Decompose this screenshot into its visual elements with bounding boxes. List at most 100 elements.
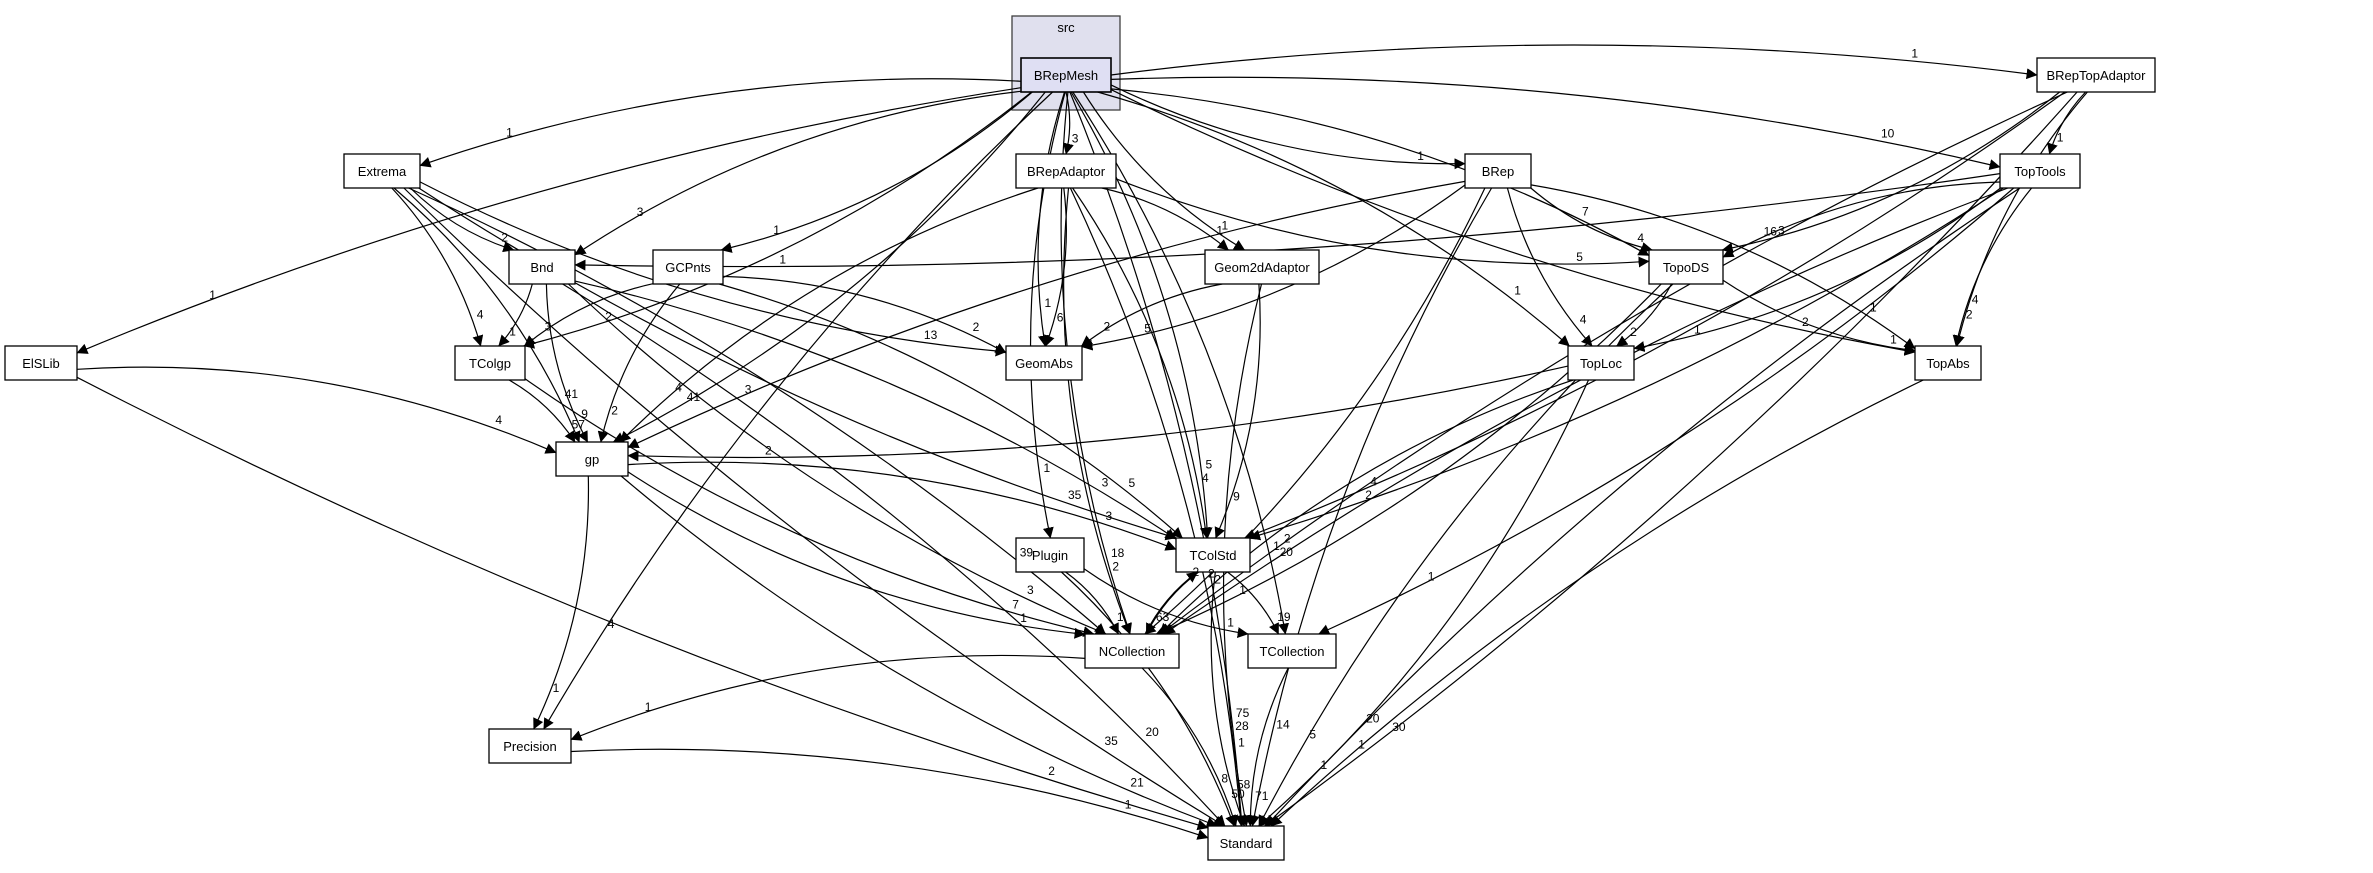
node-box-gp[interactable] (555, 441, 629, 477)
node-label-tcollection[interactable]: TCollection (1259, 644, 1324, 659)
edge-gp-to-tcolstd[interactable] (627, 461, 1177, 551)
edge-count-bnd-to-standard[interactable]: 20 (1146, 725, 1160, 739)
edge-toploc-to-standard[interactable] (1258, 379, 1590, 827)
node-box-toploc[interactable] (1567, 345, 1635, 381)
edge-brepadaptor-to-standard[interactable] (1069, 187, 1246, 827)
node-label-toploc[interactable]: TopLoc (1580, 356, 1622, 371)
edge-brepmesh-to-extrema[interactable] (419, 78, 1022, 168)
edge-count-brep-to-ncollection[interactable]: 2 (1208, 566, 1215, 580)
edge-topods-to-topabs[interactable] (1722, 279, 1916, 355)
node-label-tcolgp[interactable]: TColgp (469, 356, 511, 371)
node-label-topabs[interactable]: TopAbs (1926, 356, 1970, 371)
edge-count-plugin-to-ncollection[interactable]: 1 (1117, 610, 1124, 624)
edge-count-breptopadaptor-to-topods[interactable]: 3 (1778, 224, 1785, 238)
edge-brepmesh-to-elslib[interactable] (76, 87, 1022, 354)
edge-count-topods-to-standard[interactable]: 5 (1309, 727, 1316, 741)
edge-toploc-to-gp[interactable] (627, 365, 1569, 462)
edge-count-extrema-to-ncollection[interactable]: 39 (1020, 545, 1034, 559)
edge-count-extrema-to-tcolgp[interactable]: 4 (477, 307, 484, 321)
edge-count-ncollection-to-precision[interactable]: 1 (645, 700, 652, 714)
edge-precision-to-standard[interactable] (570, 748, 1209, 840)
edge-count-toptools-to-toploc[interactable]: 1 (1694, 323, 1701, 337)
edge-gp-to-standard[interactable] (620, 475, 1218, 828)
edge-count-toptools-to-tcolstd[interactable]: 2 (1365, 488, 1372, 502)
edge-extrema-to-standard[interactable] (403, 187, 1225, 827)
edge-count-extrema-to-bnd[interactable]: 2 (501, 230, 508, 244)
edge-bnd-to-tcolgp[interactable] (498, 283, 533, 347)
node-box-extrema[interactable] (343, 153, 421, 189)
edge-brepmesh-to-topabs[interactable] (1110, 89, 1916, 356)
edge-count-brepadaptor-to-geomabs[interactable]: 6 (1057, 310, 1064, 324)
node-label-tcolstd[interactable]: TColStd (1190, 548, 1237, 563)
node-geom2dadaptor[interactable]: Geom2dAdaptor (1204, 249, 1320, 285)
edge-count-extrema-to-geomabs[interactable]: 13 (924, 328, 938, 342)
edge-count-topods-to-toploc[interactable]: 2 (1630, 325, 1637, 339)
edge-brep-to-topabs[interactable] (1530, 184, 1916, 350)
edge-count-toptools-to-ncollection[interactable]: 20 (1280, 545, 1294, 559)
node-plugin[interactable]: Plugin (1015, 537, 1085, 573)
node-box-precision[interactable] (488, 728, 572, 764)
edge-brepmesh-to-toptools[interactable] (1110, 76, 2001, 170)
node-box-plugin[interactable] (1015, 537, 1085, 573)
edge-extrema-to-gp[interactable] (393, 187, 581, 443)
edge-toptools-to-ncollection[interactable] (1163, 187, 2009, 635)
edge-count-topods-to-ncollection[interactable]: 1 (1239, 583, 1246, 597)
edge-count-bnd-to-tcolgp[interactable]: 1 (509, 324, 516, 338)
edge-brepadaptor-to-topods[interactable] (1115, 178, 1650, 268)
node-breptopadaptor[interactable]: BRepTopAdaptor (2036, 57, 2156, 93)
edge-count-toploc-to-ncollection[interactable]: 2 (1214, 573, 1221, 587)
edge-tcolstd-to-standard[interactable] (1210, 571, 1246, 827)
node-label-standard[interactable]: Standard (1220, 836, 1273, 851)
edge-brepmesh-to-brep[interactable] (1110, 84, 1466, 170)
node-topabs[interactable]: TopAbs (1914, 345, 1982, 381)
node-label-breptopadaptor[interactable]: BRepTopAdaptor (2046, 68, 2146, 83)
node-box-elslib[interactable] (4, 345, 78, 381)
edge-count-brepmesh-to-elslib[interactable]: 1 (209, 288, 216, 302)
edge-brepadaptor-to-gp[interactable] (619, 187, 1039, 443)
edge-count-gcpnts-to-tcolstd[interactable]: 5 (1129, 476, 1136, 490)
edge-brepmesh-to-gcpnts[interactable] (720, 91, 1033, 253)
edge-count-brepadaptor-to-ncollection[interactable]: 2 (1112, 559, 1119, 573)
edge-count-brepadaptor-to-tcolstd[interactable]: 4 (1202, 471, 1209, 485)
edge-gcpnts-to-tcolstd[interactable] (719, 283, 1183, 539)
edge-count-brepadaptor-to-geom2dadaptor[interactable]: 1 (1216, 224, 1223, 238)
node-label-brepmesh[interactable]: BRepMesh (1034, 68, 1098, 83)
node-label-brepadaptor[interactable]: BRepAdaptor (1027, 164, 1106, 179)
node-label-ncollection[interactable]: NCollection (1099, 644, 1165, 659)
edge-tcollection-to-standard[interactable] (1244, 667, 1289, 827)
edge-count-brepmesh-to-tcollection[interactable]: 1 (1273, 539, 1280, 553)
edge-topabs-to-standard[interactable] (1270, 379, 1924, 827)
edge-count-tcolgp-to-gp[interactable]: 57 (572, 417, 586, 431)
edge-count-gcpnts-to-geomabs[interactable]: 2 (973, 320, 980, 334)
edge-count-gp-to-precision[interactable]: 1 (553, 681, 560, 695)
edge-count-extrema-to-gp[interactable]: 41 (565, 387, 579, 401)
edge-extrema-to-ncollection[interactable] (408, 187, 1106, 635)
node-bnd[interactable]: Bnd (508, 249, 576, 285)
edge-topods-to-ncollection[interactable] (1155, 283, 1662, 635)
edge-plugin-to-tcollection[interactable] (1083, 568, 1249, 638)
edge-toptools-to-topods[interactable] (1722, 181, 2001, 258)
node-box-ncollection[interactable] (1084, 633, 1180, 669)
edge-brepmesh-to-gp[interactable] (612, 91, 1046, 443)
edge-count-toploc-to-gp[interactable]: 2 (765, 443, 772, 457)
edge-count-tcollection-to-standard[interactable]: 71 (1255, 789, 1269, 803)
edge-count-bnd-to-ncollection[interactable]: 3 (1027, 583, 1034, 597)
edge-elslib-to-standard[interactable] (76, 376, 1209, 831)
edge-gp-to-ncollection[interactable] (627, 471, 1086, 639)
edge-gcpnts-to-tcolgp[interactable] (524, 283, 654, 347)
edge-toptools-to-toploc[interactable] (1633, 187, 2001, 352)
edge-brepadaptor-to-ncollection[interactable] (1063, 187, 1132, 635)
node-box-tcolgp[interactable] (454, 345, 526, 381)
edge-brep-to-ncollection[interactable] (1144, 187, 1486, 635)
edge-count-plugin-to-standard[interactable]: 8 (1221, 771, 1228, 785)
edge-ncollection-to-tcolstd[interactable] (1144, 571, 1199, 635)
node-standard[interactable]: Standard (1207, 825, 1285, 861)
edge-brepmesh-to-precision[interactable] (543, 91, 1054, 730)
node-label-gcpnts[interactable]: GCPnts (665, 260, 711, 275)
edge-toptools-to-topabs[interactable] (1952, 187, 2033, 347)
edge-brepmesh-to-plugin[interactable] (1029, 91, 1066, 539)
edge-count-brepadaptor-to-standard[interactable]: 28 (1235, 719, 1249, 733)
node-box-toptools[interactable] (1999, 153, 2081, 189)
edge-count-tcolstd-to-tcollection[interactable]: 19 (1277, 610, 1291, 624)
node-toploc[interactable]: TopLoc (1567, 345, 1635, 381)
